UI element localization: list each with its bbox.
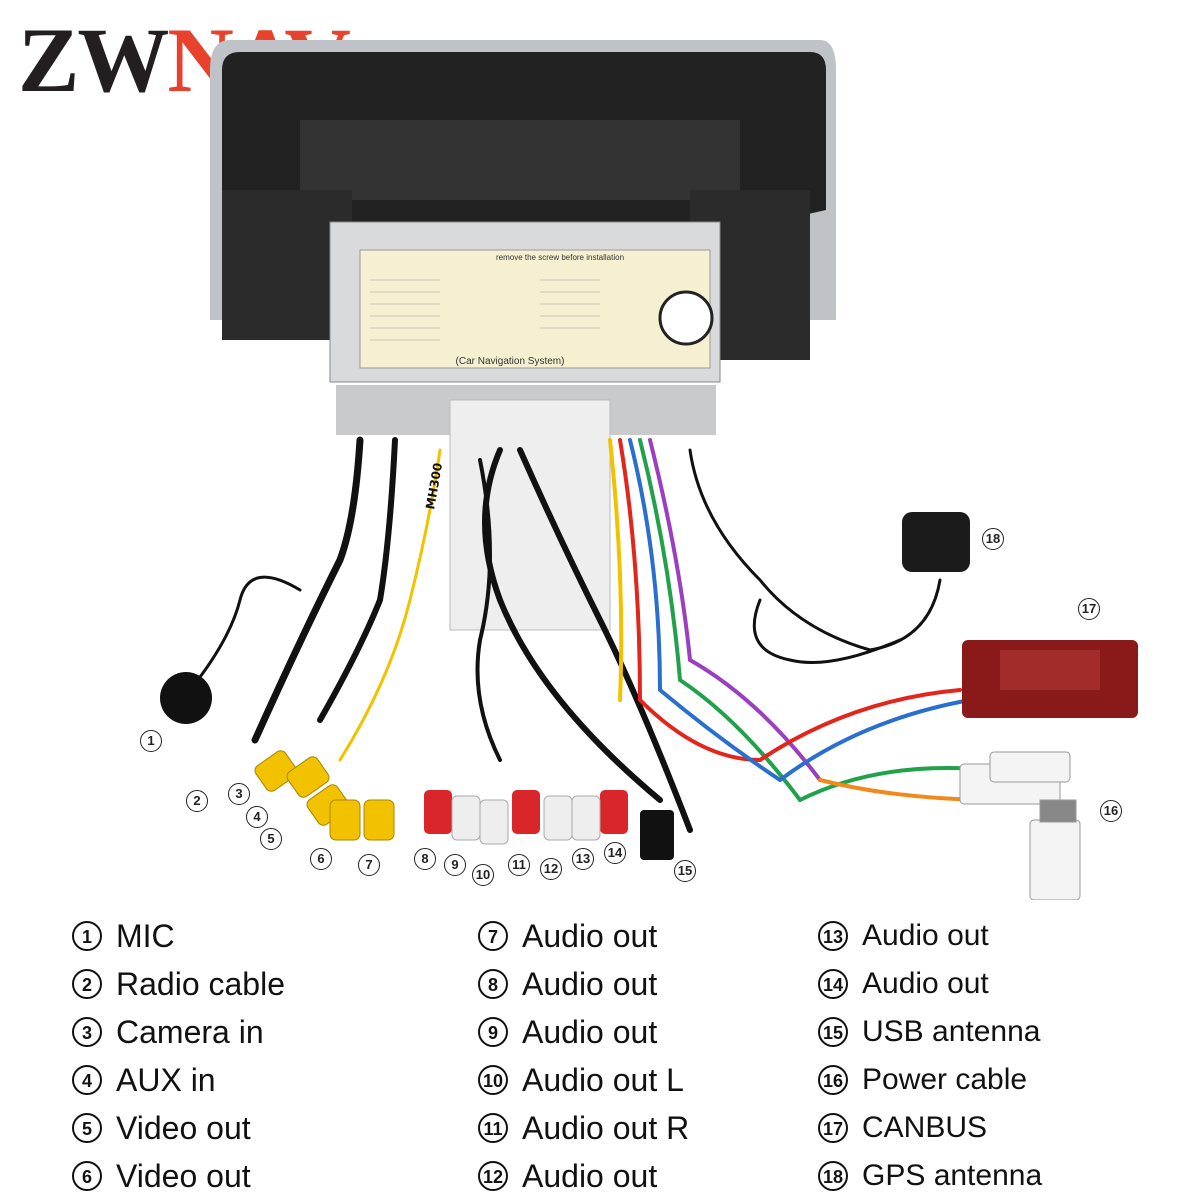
mic bbox=[160, 672, 212, 724]
callout-3: 3 bbox=[228, 783, 250, 805]
legend-number: 11 bbox=[478, 1113, 508, 1143]
legend-label: USB antenna bbox=[862, 1015, 1041, 1048]
legend-item: 2 Radio cable bbox=[72, 960, 285, 1008]
brand-logo-part1: ZW bbox=[18, 9, 169, 111]
legend-item: 6 Video out bbox=[72, 1152, 285, 1200]
wiring-diagram: (Car Navigation System) remove the screw… bbox=[160, 40, 1138, 900]
legend-number: 18 bbox=[818, 1161, 848, 1191]
legend-label: Audio out bbox=[862, 967, 989, 1000]
legend-label: Audio out L bbox=[522, 1061, 684, 1098]
callout-6: 6 bbox=[310, 848, 332, 870]
legend-label: Video out bbox=[116, 1109, 251, 1146]
legend-item: 7 Audio out bbox=[478, 912, 689, 960]
callout-7: 7 bbox=[358, 854, 380, 876]
callout-13: 13 bbox=[572, 848, 594, 870]
callout-10: 10 bbox=[472, 864, 494, 886]
legend-label: Audio out bbox=[522, 917, 658, 954]
legend-item: 4 AUX in bbox=[72, 1056, 285, 1104]
legend-number: 15 bbox=[818, 1017, 848, 1047]
callout-17: 17 bbox=[1078, 598, 1100, 620]
legend-item: 11 Audio out R bbox=[478, 1104, 689, 1152]
black-cables bbox=[188, 436, 942, 833]
legend-item: 1 MIC bbox=[72, 912, 285, 960]
cable-tag-1: MH300 bbox=[423, 462, 445, 511]
legend-item: 9 Audio out bbox=[478, 1008, 689, 1056]
legend-number: 10 bbox=[478, 1065, 508, 1095]
callout-16: 16 bbox=[1100, 800, 1122, 822]
legend-number: 6 bbox=[72, 1161, 102, 1191]
legend-item: 18 GPS antenna bbox=[818, 1152, 1042, 1200]
callout-11: 11 bbox=[508, 854, 530, 876]
legend-label: Audio out bbox=[522, 1157, 658, 1194]
power-connectors bbox=[959, 751, 1081, 900]
legend-item: 3 Camera in bbox=[72, 1008, 285, 1056]
legend-label: Audio out bbox=[522, 1013, 658, 1050]
legend-number: 12 bbox=[478, 1161, 508, 1191]
legend-item: 12 Audio out bbox=[478, 1152, 689, 1200]
unit-label-line1: (Car Navigation System) bbox=[456, 356, 565, 367]
rca-plugs bbox=[254, 750, 674, 860]
callout-1: 1 bbox=[140, 730, 162, 752]
legend-label: CANBUS bbox=[862, 1111, 988, 1144]
legend-item: 13 Audio out bbox=[818, 912, 1042, 960]
legend-item: 10 Audio out L bbox=[478, 1056, 689, 1104]
legend-number: 4 bbox=[72, 1065, 102, 1095]
legend-item: 16 Power cable bbox=[818, 1056, 1042, 1104]
legend-label: Radio cable bbox=[116, 965, 285, 1002]
gps-antenna bbox=[902, 512, 970, 572]
legend-number: 16 bbox=[818, 1065, 848, 1095]
callout-18: 18 bbox=[982, 528, 1004, 550]
legend-item: 5 Video out bbox=[72, 1104, 285, 1152]
legend-item: 15 USB antenna bbox=[818, 1008, 1042, 1056]
callout-9: 9 bbox=[444, 854, 466, 876]
callout-14: 14 bbox=[604, 842, 626, 864]
unit-label-line2: remove the screw before installation bbox=[496, 253, 624, 262]
callout-8: 8 bbox=[414, 848, 436, 870]
legend-number: 7 bbox=[478, 921, 508, 951]
legend-number: 2 bbox=[72, 969, 102, 999]
callout-12: 12 bbox=[540, 858, 562, 880]
legend-number: 3 bbox=[72, 1017, 102, 1047]
legend-number: 1 bbox=[72, 921, 102, 951]
legend-label: Camera in bbox=[116, 1013, 264, 1050]
legend-item: 14 Audio out bbox=[818, 960, 1042, 1008]
callout-4: 4 bbox=[246, 806, 268, 828]
legend-label: Audio out bbox=[862, 919, 989, 952]
legend-label: Audio out R bbox=[522, 1109, 690, 1146]
callout-15: 15 bbox=[674, 860, 696, 882]
legend-label: MIC bbox=[116, 917, 175, 954]
legend-label: Audio out bbox=[522, 965, 658, 1002]
canbus-box bbox=[962, 640, 1138, 718]
legend-item: 17 CANBUS bbox=[818, 1104, 1042, 1152]
legend-item: 8 Audio out bbox=[478, 960, 689, 1008]
legend-label: Power cable bbox=[862, 1063, 1028, 1096]
callout-5: 5 bbox=[260, 828, 282, 850]
legend-number: 14 bbox=[818, 969, 848, 999]
legend-number: 5 bbox=[72, 1113, 102, 1143]
legend-number: 8 bbox=[478, 969, 508, 999]
legend-number: 9 bbox=[478, 1017, 508, 1047]
legend-number: 17 bbox=[818, 1113, 848, 1143]
legend-label: GPS antenna bbox=[862, 1159, 1043, 1192]
callout-2: 2 bbox=[186, 790, 208, 812]
legend-label: AUX in bbox=[116, 1061, 216, 1098]
legend-label: Video out bbox=[116, 1157, 251, 1194]
legend-number: 13 bbox=[818, 921, 848, 951]
head-unit: (Car Navigation System) remove the screw… bbox=[210, 40, 836, 631]
